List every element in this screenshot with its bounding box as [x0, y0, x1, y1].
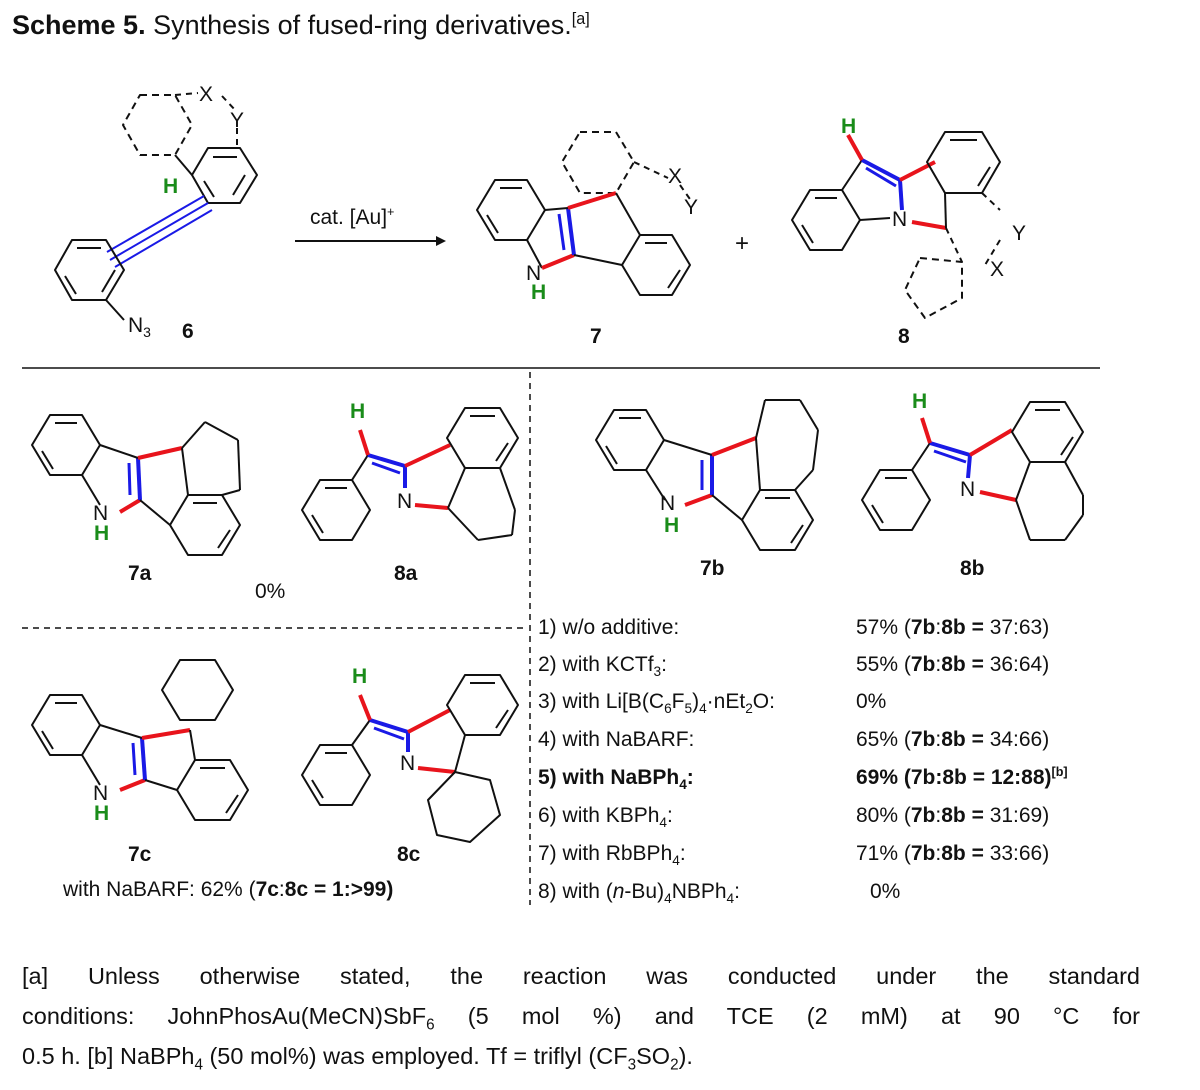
- atom-x-8: X: [990, 258, 1004, 281]
- atom-n-8a: N: [397, 490, 412, 513]
- additive-result-7: 71% (7b:8b = 33:66): [856, 842, 1050, 865]
- atom-n-7a: N: [93, 502, 108, 525]
- additive-result-2: 55% (7b:8b = 36:64): [856, 653, 1050, 676]
- atom-h-8c: H: [352, 665, 367, 688]
- compound-7c-structure: [31, 659, 249, 821]
- compound-7-structure: [476, 131, 693, 296]
- atom-h-7c: H: [94, 802, 109, 825]
- scheme-caption: Synthesis of fused-ring derivatives.: [153, 10, 572, 40]
- compound-6-structure: [54, 92, 258, 321]
- compound-8a-structure: [301, 407, 519, 541]
- atom-h-8a: H: [350, 400, 365, 423]
- compound-label-8: 8: [898, 325, 910, 348]
- atom-h-6: H: [163, 175, 178, 198]
- additive-result-3: 0%: [856, 690, 887, 713]
- additive-row-5: 5) with NaBPh4:: [538, 766, 694, 793]
- additive-result-6: 80% (7b:8b = 31:69): [856, 804, 1050, 827]
- compound-label-6: 6: [182, 320, 194, 343]
- additive-result-8: 0%: [870, 880, 901, 903]
- additive-result-4: 65% (7b:8b = 34:66): [856, 728, 1050, 751]
- footnote-line-2: conditions: JohnPhosAu(MeCN)SbF6 (5 mol …: [22, 1003, 1140, 1034]
- compound-label-7a: 7a: [128, 562, 152, 585]
- atom-y-8: Y: [1012, 222, 1026, 245]
- atom-n-7b: N: [660, 492, 675, 515]
- atom-n-8: N: [892, 208, 907, 231]
- compound-label-8c: 8c: [397, 843, 421, 866]
- compound-8b-structure: [861, 401, 1084, 541]
- reagent-label: cat. [Au]+: [310, 205, 395, 229]
- additive-row-8: 8) with (n-Bu)4NBPh4:: [538, 880, 740, 907]
- compound-label-8b: 8b: [960, 557, 985, 580]
- atom-h-8b: H: [912, 390, 927, 413]
- compound-label-8a: 8a: [394, 562, 418, 585]
- additive-row-7: 7) with RbBPh4:: [538, 842, 686, 869]
- atom-h-7a: H: [94, 522, 109, 545]
- yield-7a-8a: 0%: [255, 580, 286, 603]
- atom-h-7b: H: [664, 514, 679, 537]
- additive-result-1: 57% (7b:8b = 37:63): [856, 616, 1050, 639]
- additive-result-5: 69% (7b:8b = 12:88)[b]: [856, 765, 1068, 789]
- atom-y-6: Y: [230, 109, 244, 132]
- atom-h-8: H: [841, 115, 856, 138]
- compound-8c-structure: [301, 674, 519, 843]
- scheme-drawing: X Y H N3 X Y N H H N Y X N H H N N H H N…: [22, 83, 1100, 905]
- compound-8-structure: [791, 131, 1001, 319]
- scheme-label: Scheme 5.: [12, 10, 146, 40]
- atom-nh-7: H: [531, 281, 546, 304]
- atom-n-8c: N: [400, 752, 415, 775]
- compound-label-7: 7: [590, 325, 602, 348]
- atom-n-8b: N: [960, 478, 975, 501]
- azide-label: N3: [128, 314, 151, 340]
- scheme-title: Scheme 5. Synthesis of fused-ring deriva…: [12, 10, 590, 41]
- atom-y-7: Y: [684, 196, 698, 219]
- footnote: [a] Unless otherwise stated, the reactio…: [22, 956, 1140, 1076]
- additive-row-6: 6) with KBPh4:: [538, 804, 673, 831]
- atom-n-7: N: [526, 262, 541, 285]
- compound-7a-structure: [31, 414, 241, 556]
- result-7c-8c: with NaBARF: 62% (7c:8c = 1:>99): [63, 878, 394, 901]
- additive-row-1: 1) w/o additive:: [538, 616, 680, 639]
- compound-7b-structure: [595, 399, 819, 551]
- compound-label-7c: 7c: [128, 843, 152, 866]
- atom-n-7c: N: [93, 782, 108, 805]
- compound-label-7b: 7b: [700, 557, 725, 580]
- footnote-line-3: 0.5 h. [b] NaBPh4 (50 mol%) was employed…: [22, 1043, 693, 1074]
- additive-row-2: 2) with KCTf3:: [538, 653, 667, 680]
- atom-x-6: X: [199, 83, 213, 106]
- footnote-line-1: [a] Unless otherwise stated, the reactio…: [22, 963, 1140, 989]
- additive-row-4: 4) with NaBARF:: [538, 728, 695, 751]
- scheme-note: [a]: [571, 10, 590, 28]
- atom-x-7: X: [668, 165, 682, 188]
- additive-row-3: 3) with Li[B(C6F5)4·nEt2O:: [538, 690, 775, 717]
- plus-sign: +: [735, 230, 750, 257]
